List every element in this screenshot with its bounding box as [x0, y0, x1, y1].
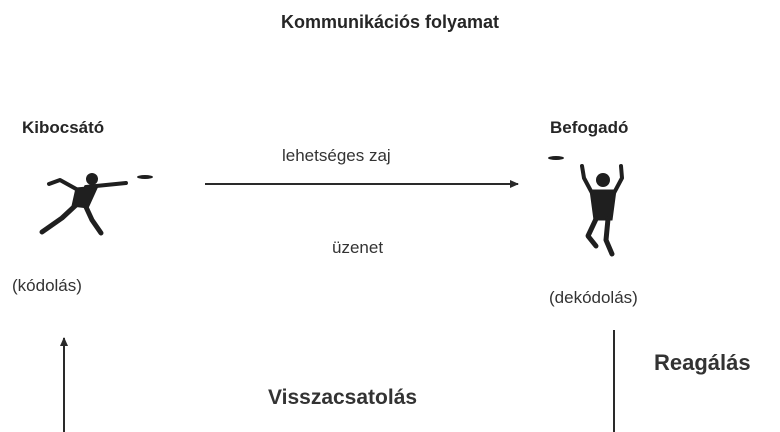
frisbee-catcher-icon: [582, 166, 622, 254]
sender-frisbee-icon: [137, 175, 153, 179]
receiver-frisbee-icon: [548, 156, 564, 160]
frisbee-thrower-icon: [42, 173, 126, 233]
